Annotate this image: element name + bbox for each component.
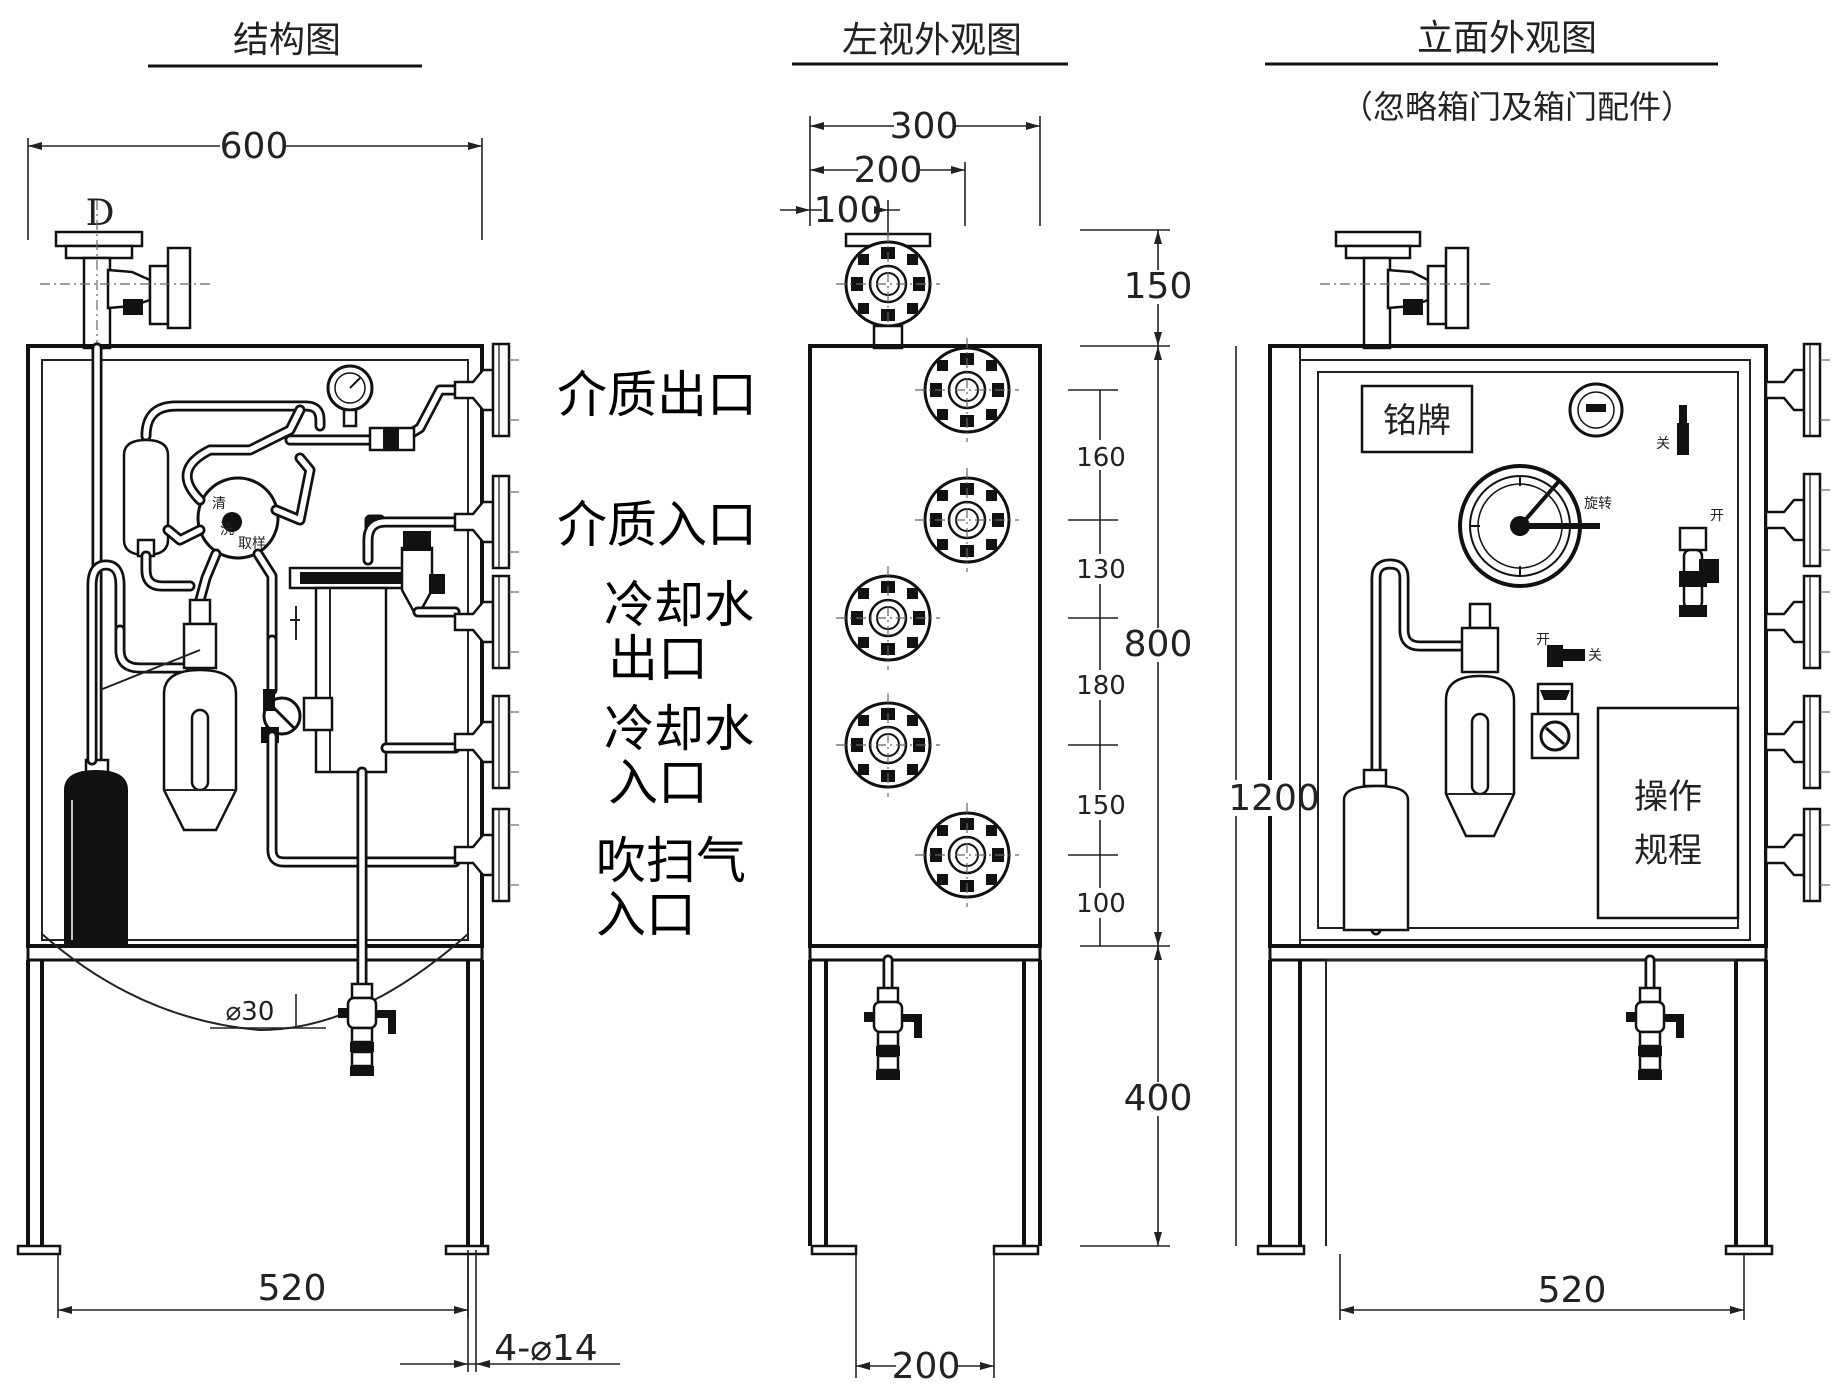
left-view-vertical-dims: 150 800 400 160 130 180 150 100 xyxy=(1068,229,1193,1247)
svg-text:160: 160 xyxy=(1076,443,1126,473)
structure-cabinet xyxy=(16,344,490,1256)
svg-text:洗: 洗 xyxy=(220,522,234,538)
svg-text:铭牌: 铭牌 xyxy=(1383,401,1451,441)
svg-text:150: 150 xyxy=(1124,266,1193,307)
svg-text:出口: 出口 xyxy=(608,630,708,688)
label-cooling-water-inlet: 冷却水 xyxy=(604,700,754,758)
svg-text:130: 130 xyxy=(1076,555,1126,585)
front-view: 铭牌 关 旋转 开 xyxy=(1228,230,1832,1320)
nameplate: 铭牌 xyxy=(1360,384,1474,454)
sample-valve xyxy=(261,634,334,743)
dimension-top-100: 100 xyxy=(780,190,900,236)
left-view: 300 200 100 xyxy=(780,106,1192,1387)
svg-text:旋转: 旋转 xyxy=(1584,496,1612,512)
rotary-dial: 旋转 xyxy=(1458,464,1612,588)
svg-text:入口: 入口 xyxy=(596,886,696,944)
port-labels: 介质出口 介质入口 冷却水 出口 冷却水 入口 吹扫气 入口 xyxy=(557,366,757,944)
accumulator xyxy=(122,438,170,558)
separator-column xyxy=(288,531,445,774)
svg-text:关: 关 xyxy=(1588,648,1602,664)
svg-text:开: 开 xyxy=(1710,508,1724,524)
front-view-note: （忽略箱门及箱门配件） xyxy=(1341,88,1693,126)
dimension-bolt-holes: 4-⌀14 xyxy=(400,1250,620,1372)
svg-text:600: 600 xyxy=(220,126,289,167)
svg-text:200: 200 xyxy=(854,150,923,191)
regulator xyxy=(1530,682,1580,760)
svg-text:800: 800 xyxy=(1124,624,1193,665)
valve-right: 开 xyxy=(1678,508,1724,617)
dimension-top-300: 300 xyxy=(809,106,1041,226)
pipe-dia-mark: ⌀30 xyxy=(210,994,326,1029)
svg-text:开: 开 xyxy=(1536,632,1550,648)
dimension-520-right: 520 xyxy=(1339,1254,1745,1320)
svg-text:1200: 1200 xyxy=(1228,778,1320,819)
svg-text:操作: 操作 xyxy=(1634,777,1702,817)
gas-cylinder xyxy=(1342,768,1410,932)
operating-procedure: 操作 规程 xyxy=(1596,706,1740,920)
dimension-1200: 1200 xyxy=(1228,346,1320,1246)
dimension-base-200: 200 xyxy=(855,1254,995,1387)
svg-text:100: 100 xyxy=(1076,889,1126,919)
left-view-top-flange xyxy=(834,230,942,350)
svg-text:150: 150 xyxy=(1076,791,1126,821)
svg-text:入口: 入口 xyxy=(608,754,708,812)
svg-text:180: 180 xyxy=(1076,671,1126,701)
pressure-gauge xyxy=(326,364,374,428)
flange-D-label: D xyxy=(86,193,115,234)
svg-text:清: 清 xyxy=(212,496,226,512)
dimension-top-200: 200 xyxy=(810,150,966,226)
svg-text:⌀30: ⌀30 xyxy=(226,997,275,1027)
structure-view: 600 D xyxy=(16,126,620,1372)
front-cooler xyxy=(1444,602,1516,838)
svg-text:结构图: 结构图 xyxy=(233,20,341,61)
svg-text:规程: 规程 xyxy=(1634,831,1702,871)
cooler xyxy=(99,598,238,832)
front-pressure-gauge xyxy=(1568,382,1624,438)
valve-middle: 开 关 xyxy=(1536,632,1602,667)
svg-text:520: 520 xyxy=(258,1268,327,1309)
svg-text:立面外观图: 立面外观图 xyxy=(1417,18,1597,59)
title-structure: 结构图 xyxy=(148,20,422,68)
svg-text:300: 300 xyxy=(890,106,959,147)
distribution-valve: 清 洗 取样 xyxy=(140,404,316,646)
label-medium-inlet: 介质入口 xyxy=(557,496,757,554)
label-cooling-water-outlet: 冷却水 xyxy=(604,576,754,634)
label-medium-outlet: 介质出口 xyxy=(557,366,757,424)
svg-text:200: 200 xyxy=(892,1346,961,1387)
svg-text:取样: 取样 xyxy=(238,536,266,552)
dimension-600: 600 xyxy=(27,126,483,240)
filter-cylinder xyxy=(64,758,128,946)
svg-text:关: 关 xyxy=(1656,436,1670,452)
top-flange xyxy=(40,200,210,360)
valve-top-right: 关 xyxy=(1656,405,1689,455)
svg-text:520: 520 xyxy=(1538,1270,1607,1311)
svg-text:4-⌀14: 4-⌀14 xyxy=(494,1328,597,1369)
label-purge-gas-inlet: 吹扫气 xyxy=(596,832,746,890)
dimension-520-left: 520 xyxy=(57,1254,469,1318)
svg-text:左视外观图: 左视外观图 xyxy=(842,20,1022,61)
title-left-view: 左视外观图 xyxy=(792,20,1068,66)
svg-text:100: 100 xyxy=(814,190,883,231)
svg-text:400: 400 xyxy=(1124,1078,1193,1119)
title-front-view: 立面外观图 （忽略箱门及箱门配件） xyxy=(1265,18,1718,126)
